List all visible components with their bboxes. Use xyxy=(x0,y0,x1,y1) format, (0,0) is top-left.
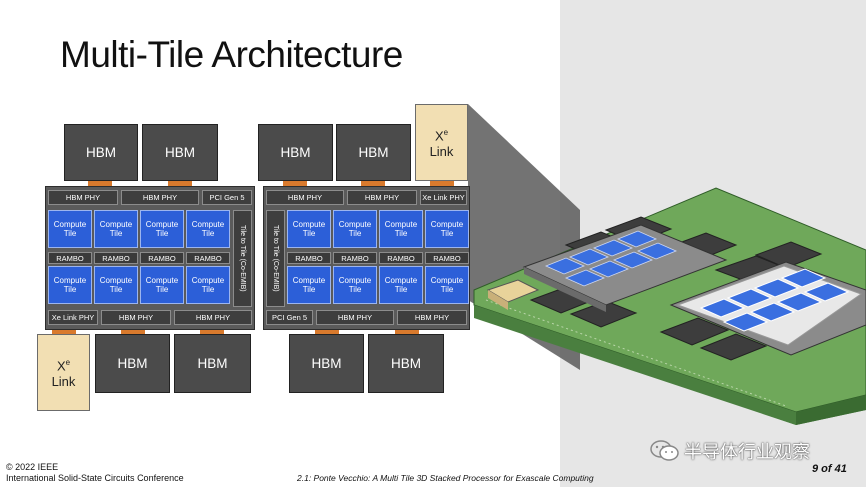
xe-link-phy: Xe Link PHY xyxy=(48,310,98,325)
rambo-cache: RAMBO xyxy=(186,252,230,264)
connector xyxy=(315,330,339,336)
connector xyxy=(168,181,192,187)
connector xyxy=(430,181,454,187)
watermark: 半导体行业观察 xyxy=(650,438,810,464)
hbm-stack: HBM xyxy=(64,124,138,181)
rambo-cache: RAMBO xyxy=(94,252,138,264)
page-number: 9 of 41 xyxy=(812,463,847,475)
pci-gen5-phy: PCI Gen 5 xyxy=(202,190,252,205)
hbm-stack: HBM xyxy=(95,334,170,393)
rambo-cache: RAMBO xyxy=(140,252,184,264)
copyright-text: © 2022 IEEE xyxy=(6,462,59,472)
rambo-cache: RAMBO xyxy=(48,252,92,264)
xe-link-block: Xe Link xyxy=(415,104,468,181)
rambo-cache: RAMBO xyxy=(379,252,423,264)
rambo-cache: RAMBO xyxy=(333,252,377,264)
hbm-phy: HBM PHY xyxy=(266,190,344,205)
hbm-stack: HBM xyxy=(368,334,444,393)
tile-to-tile-link: Tile to Tile (Co-EMIB) xyxy=(233,210,252,307)
hbm-phy: HBM PHY xyxy=(347,190,417,205)
conference-name: International Solid-State Circuits Confe… xyxy=(6,473,184,483)
hbm-phy: HBM PHY xyxy=(121,190,199,205)
hbm-stack: HBM xyxy=(336,124,411,181)
page-title: Multi-Tile Architecture xyxy=(60,34,403,75)
hbm-stack: HBM xyxy=(258,124,333,181)
hbm-phy: HBM PHY xyxy=(48,190,118,205)
paper-title: 2.1: Ponte Vecchio: A Multi Tile 3D Stac… xyxy=(297,473,594,483)
rambo-cache: RAMBO xyxy=(287,252,331,264)
hbm-stack: HBM xyxy=(289,334,364,393)
connector xyxy=(395,330,419,336)
hbm-phy: HBM PHY xyxy=(397,310,467,325)
tile-to-tile-link: Tile to Tile (Co-EMIB) xyxy=(266,210,285,307)
hbm-stack: HBM xyxy=(142,124,218,181)
rambo-cache: RAMBO xyxy=(425,252,469,264)
connector xyxy=(200,330,224,336)
hbm-phy: HBM PHY xyxy=(101,310,171,325)
hbm-phy: HBM PHY xyxy=(174,310,252,325)
xe-link-phy: Xe Link PHY xyxy=(420,190,467,205)
xe-link-block: Xe Link xyxy=(37,334,90,411)
hbm-phy: HBM PHY xyxy=(316,310,394,325)
connector xyxy=(88,181,112,187)
connector xyxy=(121,330,145,336)
wechat-icon xyxy=(650,440,679,461)
package-3d-illustration xyxy=(473,187,866,425)
connector xyxy=(52,330,76,336)
connector xyxy=(361,181,385,187)
hbm-stack: HBM xyxy=(174,334,251,393)
connector xyxy=(283,181,307,187)
pci-gen5-phy: PCI Gen 5 xyxy=(266,310,313,325)
